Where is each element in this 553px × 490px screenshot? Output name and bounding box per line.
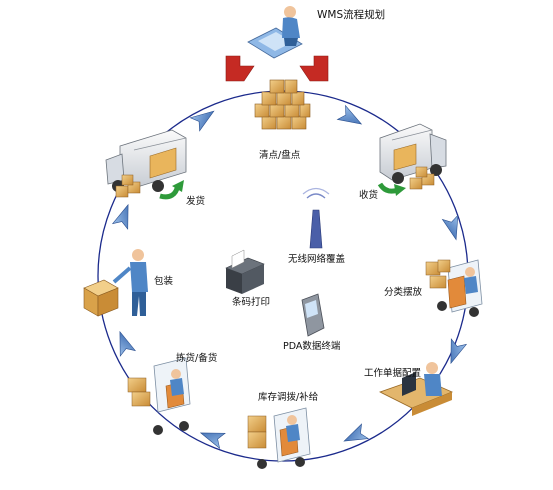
step-receiving-label: 收货 bbox=[359, 190, 379, 201]
planner-person-icon bbox=[247, 6, 303, 59]
receiving-truck-icon bbox=[379, 123, 447, 190]
red-arrow-right-icon bbox=[299, 55, 329, 82]
pda-label: PDA数据终端 bbox=[283, 341, 341, 352]
cycle-arrow-icon bbox=[343, 423, 370, 442]
green-arrow-head-icon bbox=[172, 180, 184, 192]
pda-device-icon bbox=[301, 293, 325, 337]
step-replenish-label: 库存调拨/补给 bbox=[258, 392, 319, 403]
step-packing-label: 包装 bbox=[154, 276, 174, 287]
step-inventory-label: 清点/盘点 bbox=[259, 150, 301, 161]
wireless-label: 无线网络覆盖 bbox=[288, 254, 346, 265]
forklift-replenish-icon bbox=[247, 407, 311, 469]
barcode-label: 条码打印 bbox=[232, 297, 271, 308]
step-picking-label: 拣货/备货 bbox=[176, 353, 218, 364]
box-stack-icon bbox=[254, 79, 311, 130]
cycle-arrow-icon bbox=[441, 214, 459, 241]
diagram-title: WMS流程规划 bbox=[317, 9, 386, 21]
green-arrow-head-icon bbox=[394, 184, 406, 196]
packing-person-icon bbox=[83, 249, 148, 317]
red-arrow-left-icon bbox=[225, 55, 255, 82]
cycle-arrow-icon bbox=[336, 104, 363, 125]
cycle-arrow-icon bbox=[450, 338, 468, 365]
cycle-arrows bbox=[111, 104, 468, 450]
step-work-order-label: 工作单据配置 bbox=[364, 368, 422, 379]
cycle-arrow-icon bbox=[111, 203, 129, 230]
barcode-printer-icon bbox=[225, 249, 265, 294]
cycle-arrow-icon bbox=[199, 432, 226, 450]
work-order-person-icon bbox=[378, 362, 454, 416]
cycle-arrow-icon bbox=[189, 110, 215, 132]
wireless-antenna-icon bbox=[302, 187, 330, 249]
cycle-arrow-icon bbox=[119, 330, 137, 357]
forklift-picking-icon bbox=[127, 357, 191, 435]
step-shipping-label: 发货 bbox=[186, 196, 206, 207]
step-putaway-label: 分类摆放 bbox=[384, 287, 423, 298]
shipping-truck-icon bbox=[105, 129, 187, 198]
red-arrows bbox=[225, 55, 329, 82]
forklift-putaway-icon bbox=[425, 259, 483, 317]
